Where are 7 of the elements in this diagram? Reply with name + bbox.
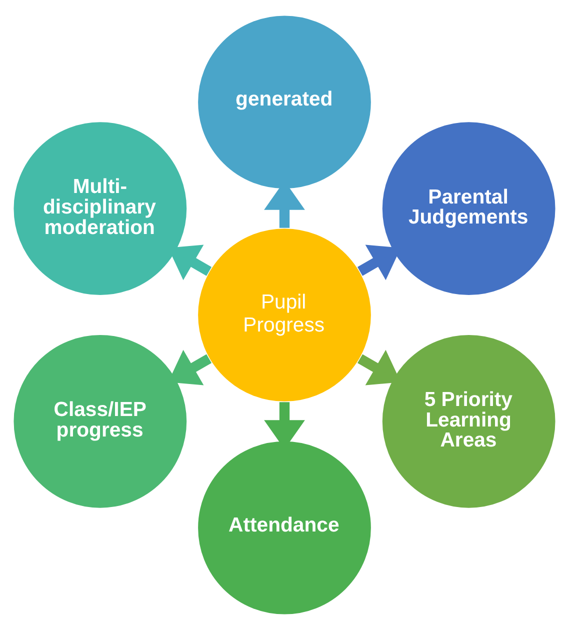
node-circle: Pupil Progress — [196, 226, 372, 402]
node-circle: Multi-disciplinary moderation — [12, 120, 188, 296]
node-circle: Attendance — [196, 440, 372, 616]
node-circle: Parental Judgements — [381, 120, 557, 296]
node-circle: generated — [196, 14, 372, 190]
node-circle: Class/IEP progress — [12, 333, 188, 509]
node-circle: 5 Priority Learning Areas — [381, 333, 557, 509]
